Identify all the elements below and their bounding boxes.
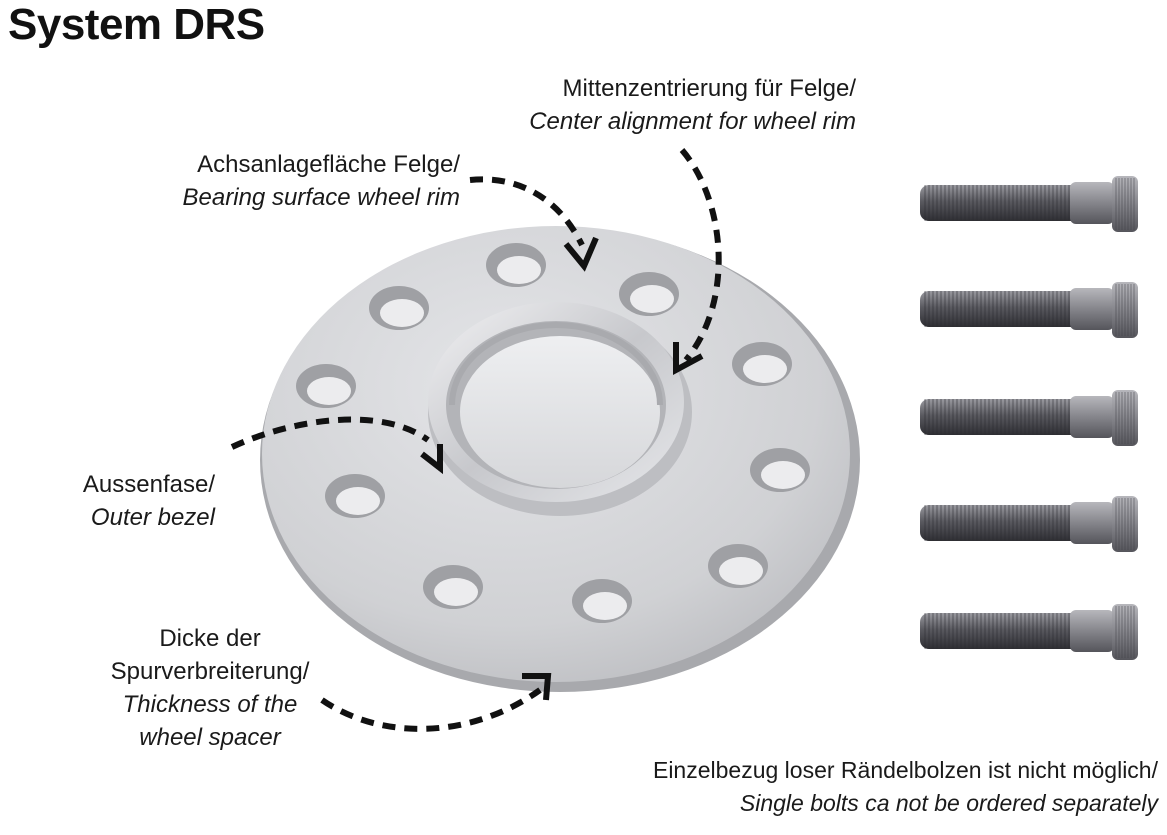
label-center-alignment-en: Center alignment for wheel rim: [529, 108, 856, 135]
bolt-hole: [423, 565, 483, 609]
bolt-holes: [296, 243, 810, 623]
label-bearing-surface-en: Bearing surface wheel rim: [182, 184, 460, 211]
arrow-bearing-surface: [469, 176, 585, 247]
arrowhead-center-alignment: [673, 342, 704, 376]
bolts-note: Einzelbezug loser Rändelbolzen ist nicht…: [560, 754, 1158, 820]
bolt-hole: [572, 579, 632, 623]
bolt: [920, 176, 1138, 232]
bolt-hole: [750, 448, 810, 492]
bolt: [920, 390, 1138, 446]
label-thickness-en-2: wheel spacer: [139, 724, 281, 751]
label-bearing-surface-de: Achsanlagefläche Felge/: [197, 151, 460, 178]
bolts: [920, 176, 1138, 660]
arrow-outer-bezel: [230, 416, 430, 450]
arrowhead-thickness: [522, 673, 552, 701]
bolt-hole: [325, 474, 385, 518]
bolt-hole: [732, 342, 792, 386]
bolt-hole: [619, 272, 679, 316]
arrow-thickness: [320, 687, 542, 732]
bolts-note-en: Single bolts ca not be ordered separatel…: [739, 790, 1158, 816]
bolt-hole: [369, 286, 429, 330]
label-bearing-surface: Achsanlagefläche Felge/ Bearing surface …: [150, 148, 460, 214]
label-thickness-de-2: Spurverbreiterung/: [110, 658, 310, 685]
arrowhead-outer-bezel: [420, 444, 443, 475]
center-hub-ring: [428, 302, 692, 516]
bolt-hole: [296, 364, 356, 408]
bolt: [920, 282, 1138, 338]
label-outer-bezel-en: Outer bezel: [90, 504, 215, 531]
wheel-spacer: [260, 226, 860, 692]
bolt-hole: [708, 544, 768, 588]
label-center-alignment: Mittenzentrierung für Felge/ Center alig…: [490, 72, 856, 138]
arrowhead-bearing-surface: [563, 236, 599, 272]
label-center-alignment-de: Mittenzentrierung für Felge/: [562, 75, 856, 102]
bolts-note-de: Einzelbezug loser Rändelbolzen ist nicht…: [652, 757, 1158, 783]
page-title: System DRS: [8, 0, 265, 49]
label-thickness: Dicke der Spurverbreiterung/ Thickness o…: [90, 622, 330, 754]
label-outer-bezel: Aussenfase/ Outer bezel: [60, 468, 215, 534]
bolt: [920, 496, 1138, 552]
bolt: [920, 604, 1138, 660]
arrow-center-alignment: [679, 148, 722, 362]
bolt-hole: [486, 243, 546, 287]
label-thickness-de-1: Dicke der: [159, 625, 261, 652]
label-thickness-en-1: Thickness of the: [122, 691, 298, 718]
label-outer-bezel-de: Aussenfase/: [82, 471, 215, 498]
